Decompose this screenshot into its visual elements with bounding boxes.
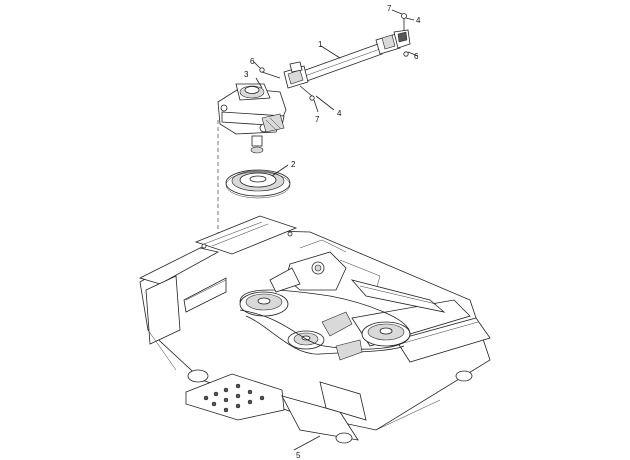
callout-7-bottom: 7 — [315, 115, 320, 124]
pulley — [225, 169, 291, 199]
set-screw-top — [401, 13, 407, 19]
callout-3: 3 — [244, 70, 249, 79]
callout-7-top: 7 — [387, 4, 392, 13]
callout-2: 2 — [291, 160, 296, 169]
callout-6-left: 6 — [250, 57, 255, 66]
shaft-hardware — [259, 13, 409, 101]
leader-lines — [253, 9, 419, 451]
key-right — [403, 51, 409, 57]
gearbox — [217, 83, 287, 154]
key-left — [259, 67, 265, 73]
callout-4-bottom: 4 — [337, 109, 342, 118]
callout-4-top: 4 — [416, 16, 421, 25]
set-screw-left — [309, 95, 315, 101]
mower-deck — [138, 215, 491, 444]
callout-5: 5 — [296, 451, 301, 460]
callout-1: 1 — [318, 40, 323, 49]
drive-shaft — [283, 29, 411, 89]
callout-6-right: 6 — [414, 52, 419, 61]
